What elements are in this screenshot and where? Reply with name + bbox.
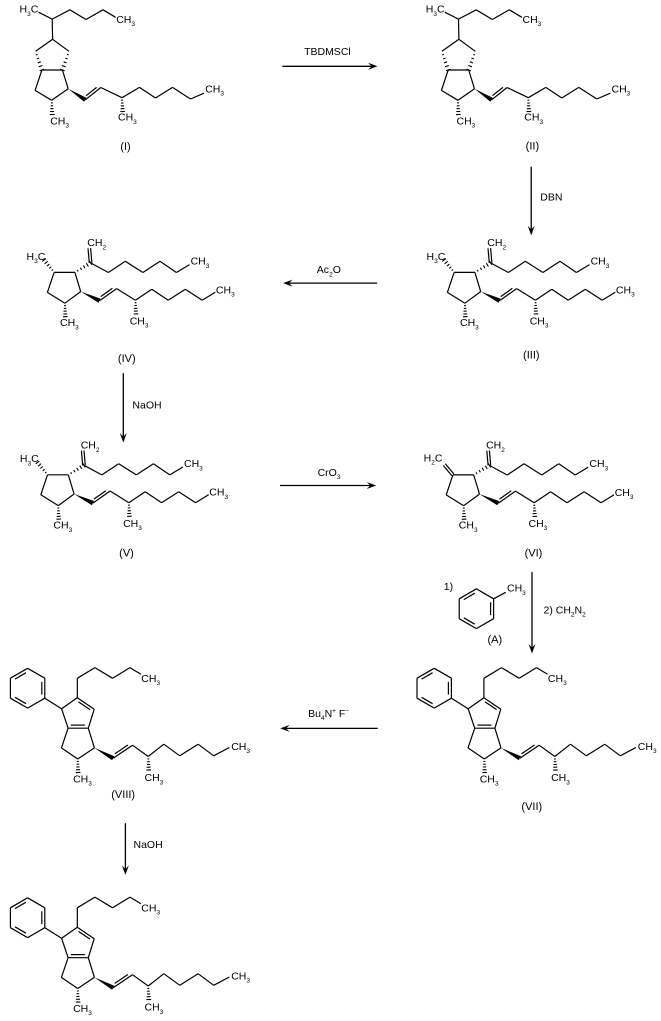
svg-text:CrO3​: CrO3​ bbox=[318, 467, 341, 481]
svg-text:CH3​: CH3​ bbox=[612, 83, 631, 97]
svg-text:(II): (II) bbox=[526, 140, 539, 152]
svg-text:(VI): (VI) bbox=[525, 548, 543, 560]
svg-text:CH3​: CH3​ bbox=[53, 520, 72, 534]
svg-text:NaOH: NaOH bbox=[134, 839, 163, 851]
svg-text:(A): (A) bbox=[487, 634, 502, 646]
svg-text:CH3​: CH3​ bbox=[73, 773, 92, 787]
svg-text:CH2​: CH2​ bbox=[81, 440, 100, 454]
svg-text:H3​C: H3​C bbox=[20, 453, 39, 467]
svg-text:H3​C: H3​C bbox=[27, 251, 46, 265]
svg-text:(V): (V) bbox=[119, 547, 134, 559]
svg-text:CH3​: CH3​ bbox=[60, 317, 79, 331]
svg-text:CH3​: CH3​ bbox=[209, 487, 228, 501]
svg-text:CH3​: CH3​ bbox=[231, 971, 250, 985]
svg-text:(I): (I) bbox=[120, 141, 130, 153]
svg-text:CH2​: CH2​ bbox=[87, 237, 106, 251]
svg-text:CH3​: CH3​ bbox=[123, 518, 142, 532]
svg-text:CH3​: CH3​ bbox=[184, 458, 203, 472]
svg-text:CH3​: CH3​ bbox=[141, 902, 160, 916]
svg-text:CH3​: CH3​ bbox=[145, 772, 164, 786]
svg-text:(VIII): (VIII) bbox=[111, 789, 135, 801]
svg-text:CH3​: CH3​ bbox=[524, 112, 543, 126]
svg-text:1): 1) bbox=[444, 581, 453, 593]
svg-text:CH3​: CH3​ bbox=[145, 1002, 164, 1016]
svg-text:H3​C: H3​C bbox=[426, 4, 445, 18]
svg-text:CH3​: CH3​ bbox=[638, 741, 657, 755]
svg-text:CH3​: CH3​ bbox=[50, 116, 69, 130]
svg-text:CH3​: CH3​ bbox=[130, 315, 149, 329]
svg-text:H3​C: H3​C bbox=[427, 251, 446, 265]
svg-text:CH3​: CH3​ bbox=[480, 773, 499, 787]
svg-text:Ac2​O: Ac2​O bbox=[317, 264, 341, 278]
svg-text:CH3​: CH3​ bbox=[589, 458, 608, 472]
svg-text:CH3​: CH3​ bbox=[216, 284, 235, 298]
svg-text:(VII): (VII) bbox=[521, 801, 542, 813]
svg-text:(IV): (IV) bbox=[118, 353, 136, 365]
svg-text:CH3​: CH3​ bbox=[459, 520, 478, 534]
svg-text:CH3​: CH3​ bbox=[231, 741, 250, 755]
svg-text:CH3​: CH3​ bbox=[73, 1003, 92, 1017]
svg-text:CH3​: CH3​ bbox=[530, 315, 549, 329]
svg-text:CH3​: CH3​ bbox=[615, 487, 634, 501]
svg-text:CH3​: CH3​ bbox=[529, 518, 548, 532]
svg-text:TBDMSCl: TBDMSCl bbox=[304, 46, 351, 58]
svg-text:CH3​: CH3​ bbox=[523, 14, 542, 28]
svg-text:CH2​: CH2​ bbox=[486, 440, 505, 454]
svg-text:H3​C: H3​C bbox=[20, 4, 39, 18]
svg-text:Bu4​N+​ F−​: Bu4​N+​ F−​ bbox=[308, 708, 349, 722]
svg-text:CH3​: CH3​ bbox=[507, 583, 526, 597]
svg-text:CH3​: CH3​ bbox=[205, 83, 224, 97]
svg-text:(III): (III) bbox=[523, 349, 540, 361]
svg-text:DBN: DBN bbox=[540, 191, 562, 203]
svg-text:CH3​: CH3​ bbox=[116, 14, 135, 28]
svg-text:2) CH2​N2​: 2) CH2​N2​ bbox=[544, 604, 587, 618]
svg-text:CH3​: CH3​ bbox=[551, 772, 570, 786]
svg-text:CH3​: CH3​ bbox=[141, 673, 160, 687]
svg-text:CH3​: CH3​ bbox=[591, 256, 610, 270]
svg-text:CH3​: CH3​ bbox=[460, 317, 479, 331]
svg-text:H2​C: H2​C bbox=[424, 453, 443, 467]
svg-text:NaOH: NaOH bbox=[132, 399, 161, 411]
svg-text:CH3​: CH3​ bbox=[548, 673, 567, 687]
svg-text:CH3​: CH3​ bbox=[191, 256, 210, 270]
svg-text:CH2​: CH2​ bbox=[487, 237, 506, 251]
svg-text:CH3​: CH3​ bbox=[457, 116, 476, 130]
svg-text:CH3​: CH3​ bbox=[118, 112, 137, 126]
svg-text:CH3​: CH3​ bbox=[616, 284, 635, 298]
